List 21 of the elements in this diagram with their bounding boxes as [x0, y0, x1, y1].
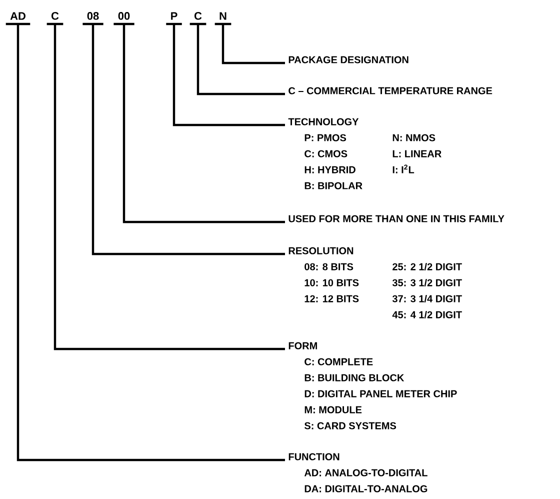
- code-segment: C: [190, 12, 206, 26]
- leader-line: [172, 24, 285, 126]
- code-segment: AD: [6, 12, 30, 26]
- leader-line: [196, 24, 285, 96]
- description-text: USED FOR MORE THAN ONE IN THIS FAMILY: [288, 215, 504, 222]
- description-text: RESOLUTION 08: 8 BITS 25: 2 1/2 DIGIT 10: 10 BITS 35: 3 1/2 DIGIT 12: 12 BITS 37: 3 1/4 DIGIT 45: 4 1/2 DIGIT: [288, 247, 462, 318]
- description-text: FORM C: COMPLETE B: BUILDING BLOCK D: DIGITAL PANEL METER CHIP M: MODULE S: CARD SYSTEMS: [288, 342, 457, 430]
- leader-line: [222, 24, 285, 64]
- code-segment: N: [214, 12, 232, 26]
- leader-line: [122, 24, 285, 224]
- code-segment: 00: [114, 12, 134, 26]
- leader-line: [92, 24, 285, 256]
- description-text: C – COMMERCIAL TEMPERATURE RANGE: [288, 87, 492, 94]
- code-segment: C: [46, 12, 64, 26]
- description-text: TECHNOLOGY P: PMOS N: NMOS C: CMOS L: LINEAR H: HYBRID I: I$^{2}$L B: BIPOLAR: [288, 118, 442, 190]
- leader-line: [16, 24, 285, 462]
- leader-line: [54, 24, 285, 350]
- code-segment: 08: [82, 12, 104, 26]
- description-text: PACKAGE DESIGNATION: [288, 56, 408, 64]
- code-segment: P: [166, 12, 182, 26]
- description-text: FUNCTION AD: ANALOG-TO-DIGITAL DA: DIGITAL-TO-ANALOG: [288, 453, 428, 492]
